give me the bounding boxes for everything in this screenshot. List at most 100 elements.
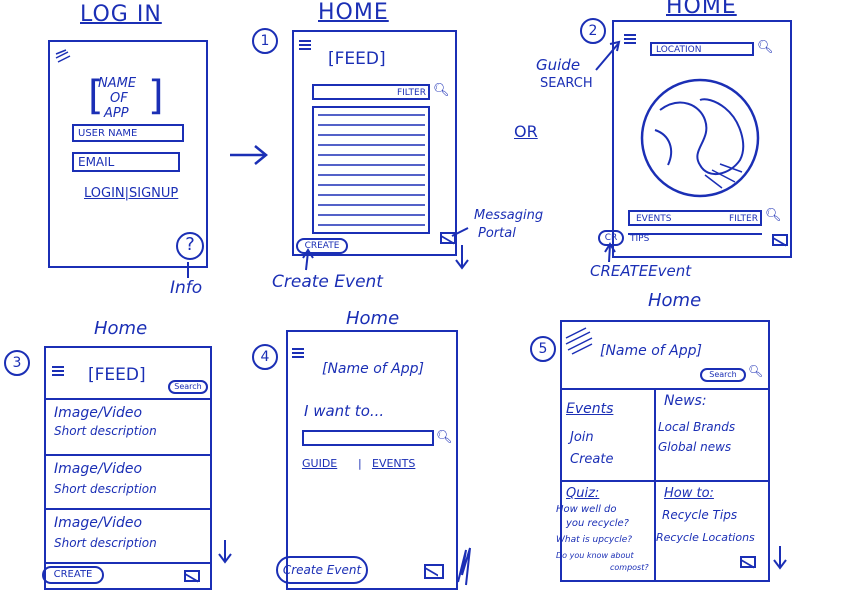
- messaging-label-2: Portal: [478, 226, 516, 241]
- home-3-divider-1: [44, 398, 212, 400]
- home-5-howto-tips[interactable]: Recycle Tips: [662, 508, 738, 522]
- home-2-filter-label[interactable]: FILTER: [728, 214, 758, 224]
- home-4-create-event-button[interactable]: Create Event: [276, 556, 368, 584]
- sketch-number-2: 2: [580, 18, 606, 44]
- login-app-name-bracket-left: [: [88, 73, 104, 119]
- sketch-number-4: 4: [252, 344, 278, 370]
- login-title: LOG IN: [80, 2, 162, 27]
- home-5-howto-heading[interactable]: How to:: [664, 486, 714, 501]
- home-5-howto-locations[interactable]: Recycle Locations: [656, 531, 755, 544]
- home-3-title: Home: [94, 318, 148, 339]
- home-5-grid-v: [654, 388, 656, 582]
- home-1-title: HOME: [318, 0, 389, 25]
- home-1-search-field[interactable]: FILTER: [312, 84, 430, 100]
- hamburger-menu-icon[interactable]: [299, 38, 311, 52]
- hamburger-menu-icon-2[interactable]: [624, 32, 636, 46]
- home-2-events-field[interactable]: EVENTS FILTER: [628, 210, 762, 226]
- search-icon-5[interactable]: 🔍︎: [748, 364, 764, 378]
- login-app-name-2: OF: [110, 91, 128, 106]
- messaging-mail-icon-2[interactable]: [772, 234, 788, 246]
- home-1-feed-title: [FEED]: [328, 49, 386, 69]
- home-5-grid-h1: [560, 388, 770, 390]
- hamburger-menu-icon-3[interactable]: [52, 364, 64, 378]
- home-5-quiz-heading[interactable]: Quiz:: [566, 486, 600, 501]
- home-3-divider-4: [44, 562, 212, 564]
- search-icon-3[interactable]: 🔍︎: [765, 208, 782, 223]
- hamburger-menu-icon-4[interactable]: [292, 346, 304, 360]
- home-5-quiz-q1b[interactable]: you recycle?: [566, 518, 629, 529]
- home-5-quiz-q2[interactable]: What is upcycle?: [556, 535, 633, 545]
- home-2-tips-line: [628, 233, 762, 235]
- home-5-search-button[interactable]: Search: [700, 368, 746, 382]
- home-2-title: HOME: [666, 0, 737, 19]
- home-3-item-2-line1: Image/Video: [54, 461, 143, 477]
- home-4-prompt: I want to...: [304, 402, 385, 420]
- home-1-phone-frame: [292, 30, 457, 256]
- home-4-app-name: [Name of App]: [322, 361, 424, 377]
- home-5-events-join[interactable]: Join: [570, 430, 594, 445]
- home-3-item-1-line2: Short description: [54, 424, 157, 438]
- home-4-separator: |: [358, 457, 362, 470]
- home-3-feed-title: [FEED]: [88, 365, 146, 385]
- home-4-search-field[interactable]: [302, 430, 434, 446]
- sketch-number-1: 1: [252, 28, 278, 54]
- search-icon-4[interactable]: 🔍︎: [436, 430, 453, 445]
- home-3-create-button[interactable]: CREATE: [42, 566, 104, 584]
- home-5-news-local[interactable]: Local Brands: [658, 420, 736, 434]
- home-5-title: Home: [648, 290, 702, 311]
- create-event-label: Create Event: [272, 272, 383, 292]
- home-4-events-link[interactable]: EVENTS: [372, 457, 416, 470]
- sketch-number-5: 5: [530, 336, 556, 362]
- home-3-item-1-line1: Image/Video: [54, 405, 143, 421]
- home-4-phone-frame: [286, 330, 458, 590]
- home-2-phone-frame: [612, 20, 792, 258]
- home-3-divider-2: [44, 454, 212, 456]
- home-5-quiz-q1a[interactable]: How well do: [556, 504, 617, 515]
- home-3-divider-3: [44, 508, 212, 510]
- login-app-name-1: NAME: [98, 76, 137, 91]
- home-2-events-label: EVENTS: [636, 214, 672, 224]
- login-signup-link[interactable]: LOGIN|SIGNUP: [84, 186, 179, 201]
- search-icon[interactable]: 🔍︎: [433, 83, 450, 98]
- messaging-mail-icon[interactable]: [440, 232, 456, 244]
- home-5-quiz-q3b[interactable]: compost?: [610, 563, 649, 572]
- home-5-news-global[interactable]: Global news: [658, 440, 732, 454]
- guide-label-1: Guide: [536, 56, 581, 74]
- messaging-mail-icon-5[interactable]: [740, 556, 756, 568]
- home-5-grid-h2: [560, 480, 770, 482]
- home-5-events-create[interactable]: Create: [570, 452, 614, 467]
- login-email-field[interactable]: EMAIL: [72, 152, 180, 172]
- messaging-mail-icon-4[interactable]: [424, 564, 444, 579]
- create-event-label-2: CREATEEvent: [590, 262, 692, 280]
- login-username-field[interactable]: USER NAME: [72, 124, 184, 142]
- info-label: Info: [170, 278, 203, 298]
- home-2-create-button[interactable]: CR: [598, 230, 624, 246]
- home-5-quiz-q3a[interactable]: Do you know about: [556, 551, 634, 560]
- home-1-create-button[interactable]: CREATE: [296, 238, 348, 254]
- home-3-item-2-line2: Short description: [54, 482, 157, 496]
- sketch-number-3: 3: [4, 350, 30, 376]
- login-app-name-3: APP: [104, 106, 129, 121]
- home-3-search-button[interactable]: Search: [168, 380, 208, 394]
- home-5-news-heading[interactable]: News:: [664, 393, 707, 409]
- home-2-tips-label: TIPS: [630, 234, 650, 244]
- info-icon[interactable]: ?: [176, 232, 204, 260]
- home-5-events-heading[interactable]: Events: [566, 401, 614, 417]
- guide-label-2: SEARCH: [540, 76, 593, 91]
- home-5-phone-frame: [560, 320, 770, 582]
- home-4-guide-link[interactable]: GUIDE: [302, 457, 338, 470]
- login-app-name-bracket-right: ]: [148, 73, 164, 119]
- home-3-item-3-line1: Image/Video: [54, 515, 143, 531]
- login-phone-frame: [48, 40, 208, 268]
- or-label: OR: [514, 122, 538, 141]
- home-2-location-field[interactable]: LOCATION: [650, 42, 754, 56]
- search-icon-2[interactable]: 🔍︎: [757, 40, 774, 55]
- home-3-item-3-line2: Short description: [54, 536, 157, 550]
- home-3-phone-frame: [44, 346, 212, 590]
- home-1-feed-box: [312, 106, 430, 234]
- messaging-label-1: Messaging: [474, 208, 544, 223]
- home-1-filter-label[interactable]: FILTER: [396, 88, 426, 98]
- messaging-mail-icon-3[interactable]: [184, 570, 200, 582]
- home-5-app-name: [Name of App]: [600, 343, 702, 359]
